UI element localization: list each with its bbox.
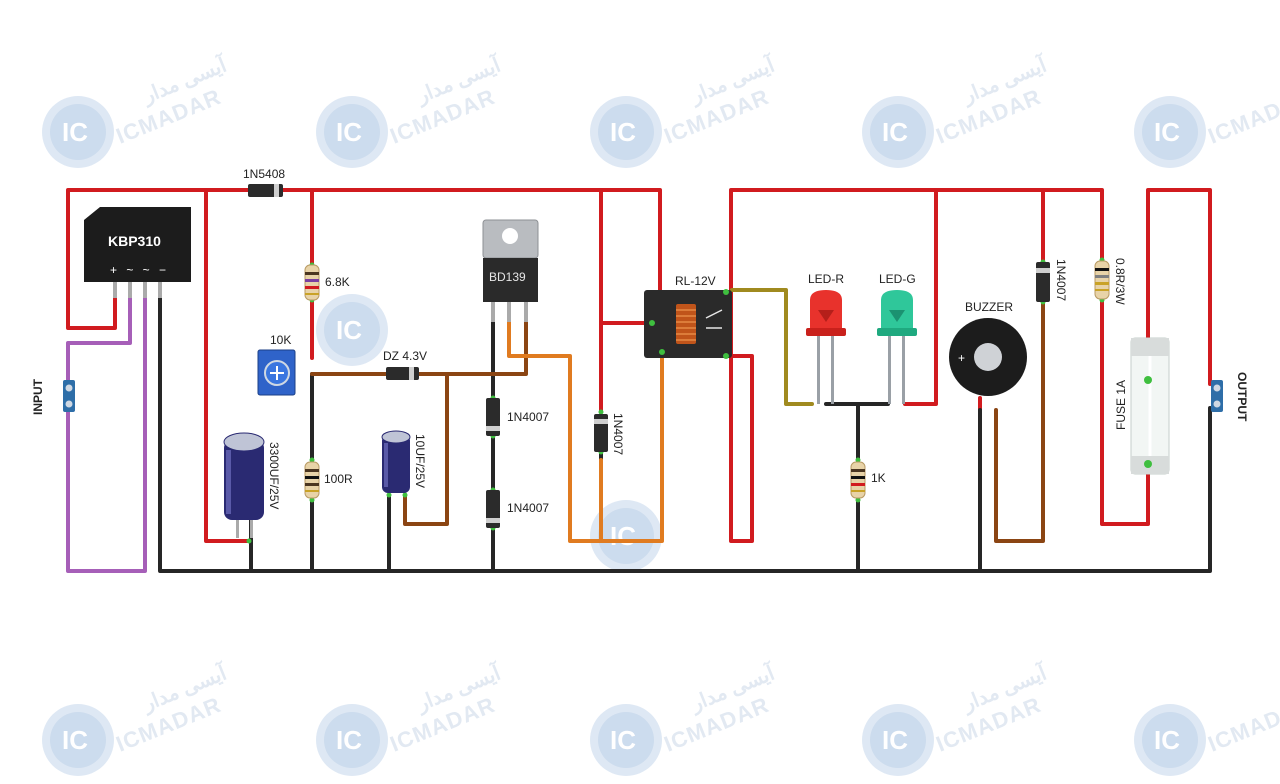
svg-text:IC: IC: [882, 725, 908, 755]
output-label: OUTPUT: [1235, 372, 1249, 422]
input-terminal: INPUT: [31, 378, 75, 415]
wire-red: [204, 188, 251, 543]
wire-red: [729, 188, 1104, 543]
bridge-pins-label: + ~ ~ −: [110, 263, 169, 277]
transistor-bd139: BD139: [482, 219, 539, 322]
resistor-1k: 1K: [850, 461, 886, 499]
svg-text:IC: IC: [610, 725, 636, 755]
bridge-label: KBP310: [108, 233, 161, 249]
diode-1n4007-b-label: 1N4007: [507, 501, 549, 515]
trimmer-label: 10K: [270, 333, 291, 347]
watermark-tile: IC ICMADAR آیسی مدار: [590, 51, 779, 168]
diode-1n4007-c-label: 1N4007: [611, 413, 625, 455]
watermark-tile: IC ICMADAR: [1134, 84, 1280, 168]
watermark-tile: IC ICMADAR آیسی مدار: [42, 51, 231, 168]
output-terminal: OUTPUT: [1211, 372, 1249, 422]
watermark-tile: IC ICMADAR آیسی مدار: [590, 659, 779, 776]
resistor-100r: 100R: [304, 461, 353, 499]
watermark-tile: IC ICMADAR آیسی مدار: [42, 659, 231, 776]
buzzer-plus-label: +: [958, 351, 965, 365]
resistor-0r8-label: 0.8R/3W: [1113, 258, 1127, 305]
wire-red: [903, 188, 938, 406]
wires: [66, 188, 1212, 573]
fuse-label: FUSE 1A: [1114, 380, 1128, 430]
svg-text:IC: IC: [882, 117, 908, 147]
wire-red: [66, 188, 250, 330]
svg-text:IC: IC: [610, 117, 636, 147]
svg-text:IC: IC: [336, 725, 362, 755]
wire-brown: [994, 300, 1045, 543]
svg-text:ICMADAR: ICMADAR: [1205, 692, 1280, 757]
wire-orange: [599, 354, 664, 543]
watermark-tile: IC ICMADAR آیسی مدار: [316, 51, 505, 168]
led-green-label: LED-G: [879, 272, 916, 286]
wire-orange: [507, 320, 603, 543]
relay-rl12v: RL-12V: [644, 274, 732, 359]
wire-red: [281, 188, 662, 295]
resistor-1k-label: 1K: [871, 471, 886, 485]
wire-olive: [730, 288, 814, 406]
diode-1n4007-a-label: 1N4007: [507, 410, 549, 424]
resistor-0r8: 0.8R/3W: [1094, 258, 1127, 305]
diode-1n5408: 1N5408: [243, 167, 285, 197]
led-red-label: LED-R: [808, 272, 844, 286]
capacitor-3300uf-label: 3300UF/25V: [267, 442, 281, 509]
relay-label: RL-12V: [675, 274, 716, 288]
svg-text:IC: IC: [336, 117, 362, 147]
buzzer: + BUZZER: [949, 300, 1027, 396]
watermark-tile: IC ICMADAR آیسی مدار: [862, 51, 1051, 168]
diode-1n4007-d: 1N4007: [1036, 259, 1068, 302]
diode-1n4007-a: 1N4007: [486, 398, 549, 436]
led-green: LED-G: [877, 272, 917, 404]
svg-text:IC: IC: [62, 117, 88, 147]
watermark-tile: IC ICMADAR آیسی مدار: [316, 659, 505, 776]
capacitor-10uf-label: 10UF/25V: [413, 434, 427, 488]
resistor-6k8: 6.8K: [304, 264, 350, 301]
wire-brown: [403, 372, 449, 526]
capacitor-3300uf: 3300UF/25V: [223, 432, 281, 538]
input-label: INPUT: [31, 378, 45, 415]
diode-1n4007-b: 1N4007: [486, 490, 549, 528]
svg-text:IC: IC: [1154, 117, 1180, 147]
svg-text:ICMADAR: ICMADAR: [1205, 84, 1280, 149]
transistor-label: BD139: [489, 270, 526, 284]
diode-1n4007-d-label: 1N4007: [1054, 259, 1068, 301]
watermark-tile: IC: [316, 294, 388, 366]
svg-text:IC: IC: [1154, 725, 1180, 755]
trimmer-10k: 10K: [257, 333, 296, 396]
bridge-rectifier: KBP310 + ~ ~ −: [84, 207, 191, 298]
wire-black: [158, 296, 1212, 573]
buzzer-label: BUZZER: [965, 300, 1013, 314]
svg-text:IC: IC: [336, 315, 362, 345]
fuse-1a: FUSE 1A: [1114, 337, 1170, 475]
led-red: LED-R: [806, 272, 846, 404]
diode-1n4007-c: 1N4007: [594, 413, 625, 455]
resistor-100r-label: 100R: [324, 472, 353, 486]
watermark-tile: IC: [590, 500, 662, 572]
svg-text:IC: IC: [610, 521, 636, 551]
wire-purple: [66, 296, 147, 573]
zener-label: DZ 4.3V: [383, 349, 427, 363]
capacitor-10uf: 10UF/25V: [381, 430, 427, 493]
wire-purple: [66, 296, 132, 386]
watermark-tile: IC ICMADAR آیسی مدار: [862, 659, 1051, 776]
diode-1n5408-label: 1N5408: [243, 167, 285, 181]
watermark-tile: IC ICMADAR: [1134, 692, 1280, 776]
zener-diode: DZ 4.3V: [383, 349, 427, 380]
svg-text:IC: IC: [62, 725, 88, 755]
wire-brown: [417, 320, 528, 376]
resistor-6k8-label: 6.8K: [325, 275, 350, 289]
